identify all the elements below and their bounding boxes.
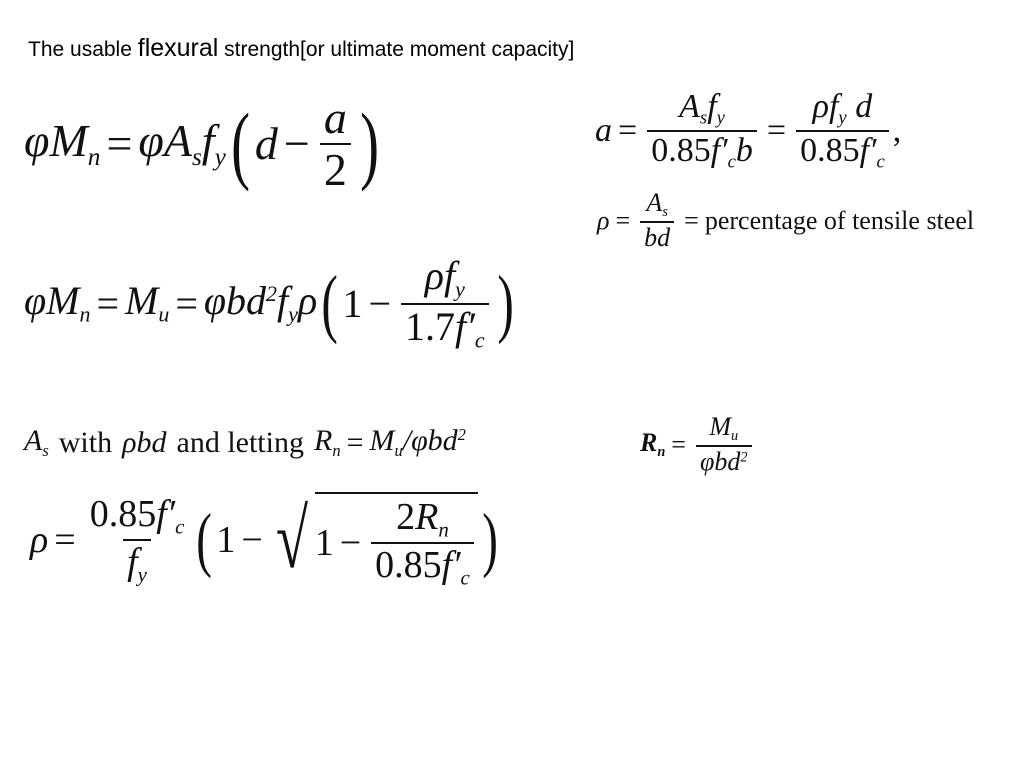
constant-1: 1 — [216, 519, 236, 562]
constant-085: 0.85 — [651, 132, 711, 170]
constant-085: 0.85 — [375, 544, 442, 587]
equation-rn-definition: Rn = Mu φbd2 — [640, 413, 756, 475]
constant-17: 1.7 — [405, 303, 456, 349]
equation-substitution-line: As with ρbd and letting Rn = Mu/φbd2 — [24, 424, 466, 460]
constant-1: 1 — [314, 522, 334, 565]
constant-085: 0.85 — [800, 132, 860, 170]
constant-2: 2 — [396, 496, 416, 538]
heading-part-2: flexural — [137, 34, 219, 62]
heading-part-1: The usable — [28, 38, 138, 61]
equation-rho-solution: ρ = 0.85f′c fy ( 1 − √ 1 − 2Rn 0.85f′c ) — [30, 492, 498, 590]
heading-part-3: strength[or ultimate moment capacity] — [218, 38, 575, 61]
constant-2: 2 — [319, 143, 351, 193]
slide-heading: The usable flexural strength[or ultimate… — [28, 34, 574, 63]
constant-085: 0.85 — [89, 493, 157, 535]
equation-ultimate-moment: φMn = Mu = φbd2fyρ ( 1 − ρfy 1.7f′c ) — [24, 253, 514, 353]
rho-definition-text: percentage of tensile steel — [704, 205, 975, 235]
constant-1: 1 — [342, 280, 363, 326]
equation-depth-a: a = Asfy 0.85f′cb = ρfy d 0.85f′c , — [595, 88, 902, 173]
text-and-letting: and letting — [176, 425, 304, 459]
text-with: with — [58, 425, 113, 459]
